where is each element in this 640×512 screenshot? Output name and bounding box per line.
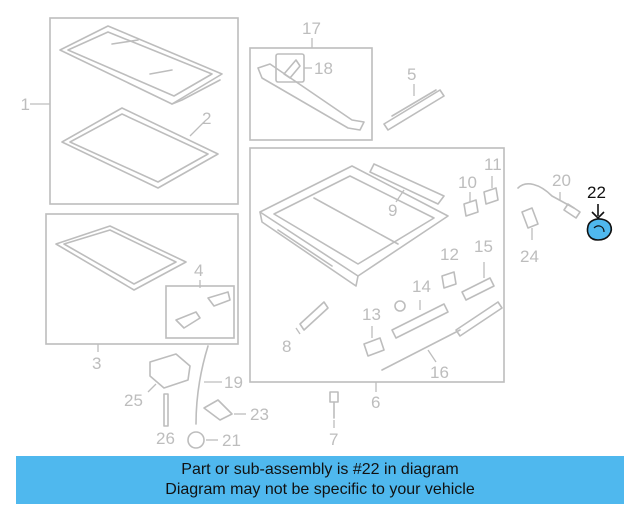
- part-15: [461, 277, 495, 301]
- callout-22: 22: [587, 183, 606, 202]
- callout-3: 3: [92, 354, 101, 373]
- deflector-group: 18 17: [249, 19, 373, 141]
- callout-17: 17: [302, 19, 321, 38]
- glass-panel: [59, 25, 223, 105]
- bolt-14: [394, 300, 406, 312]
- callout-26: 26: [156, 429, 175, 448]
- callout-11: 11: [484, 155, 502, 174]
- group-box-3: [45, 213, 239, 345]
- part-26: [163, 393, 169, 427]
- callout-16: 16: [430, 363, 449, 382]
- callout-4: 4: [194, 261, 203, 280]
- part-25: [149, 353, 191, 389]
- callout-6: 6: [371, 393, 380, 412]
- sunshade-group: 4 3: [45, 213, 239, 373]
- part-14: [391, 303, 449, 339]
- part-13: [363, 337, 385, 357]
- info-banner: Part or sub-assembly is #22 in diagram D…: [16, 456, 624, 504]
- part-23: [203, 399, 233, 421]
- group-box-6: [249, 147, 505, 383]
- callout-1: 1: [21, 95, 30, 114]
- part-11: [483, 187, 499, 205]
- callout-9: 9: [388, 201, 397, 220]
- part-10: [463, 199, 479, 217]
- part-22-highlight: 22: [586, 183, 613, 241]
- highlighted-part-22: [586, 218, 613, 241]
- part-21: [187, 431, 205, 449]
- callout-21: 21: [222, 431, 241, 450]
- part-7-bolt: 7: [329, 391, 339, 449]
- part-5-weatherstrip: 5: [383, 65, 445, 131]
- callout-18: 18: [314, 59, 333, 78]
- group-box-17: [249, 47, 373, 141]
- glass-panel-inner: [67, 31, 213, 97]
- part-8: [299, 301, 329, 331]
- right-parts: 20 24: [517, 171, 581, 266]
- clip-right: [207, 291, 231, 307]
- callout-7: 7: [329, 430, 338, 449]
- callout-24: 24: [520, 247, 539, 266]
- callout-10: 10: [458, 173, 477, 192]
- hose-19: [195, 345, 209, 425]
- part-12: [441, 271, 457, 289]
- callout-14: 14: [412, 277, 431, 296]
- sunroof-frame: [259, 165, 449, 277]
- callout-15: 15: [474, 237, 493, 256]
- hose-20: [517, 183, 575, 209]
- callout-20: 20: [552, 171, 571, 190]
- callout-12: 12: [440, 245, 459, 264]
- callout-8: 8: [282, 337, 291, 356]
- callout-23: 23: [250, 405, 269, 424]
- frame-group: 9 10 11 12 15 14 13 16 8 6: [249, 147, 505, 412]
- banner-line-1: Part or sub-assembly is #22 in diagram: [181, 461, 459, 478]
- callout-13: 13: [362, 305, 381, 324]
- banner-line-2: Diagram may not be specific to your vehi…: [165, 481, 475, 498]
- frame-rail: [369, 163, 445, 205]
- callout-19: 19: [224, 373, 243, 392]
- callout-5: 5: [407, 65, 416, 84]
- glass-panel-group: 1 2: [21, 17, 239, 205]
- group-box-1: [49, 17, 239, 205]
- cable-16: [381, 329, 461, 371]
- clip-left: [175, 311, 201, 329]
- callout-25: 25: [124, 391, 143, 410]
- part-24: [521, 207, 539, 229]
- deflector: [257, 63, 365, 131]
- drain-parts: 25 26 19 23 21: [124, 345, 269, 450]
- glass-frame: [61, 107, 219, 189]
- callout-2: 2: [202, 109, 211, 128]
